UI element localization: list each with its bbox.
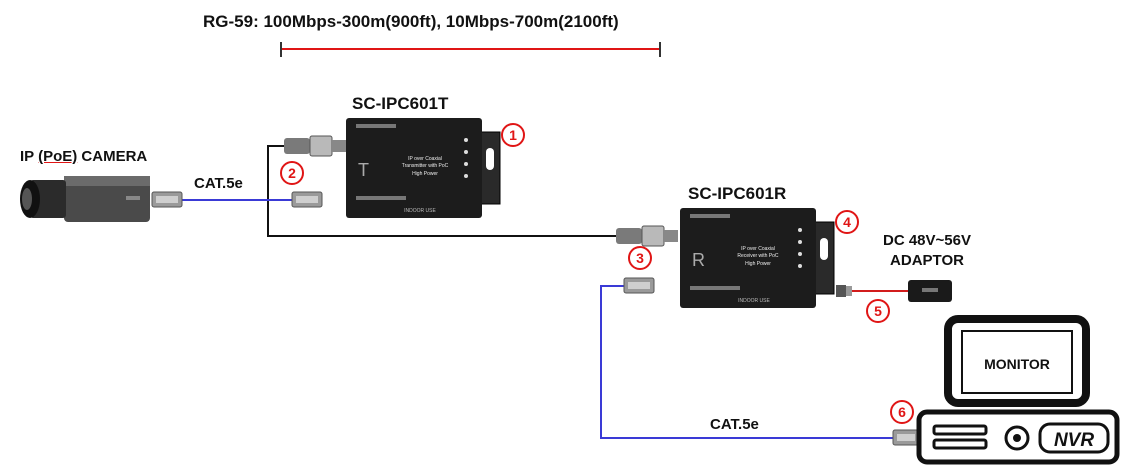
dc-plug-icon [836,285,852,297]
cat5-label-bottom: CAT.5e [710,416,759,433]
monitor-icon [944,315,1090,407]
rj45-plug-transmitter [291,191,323,208]
marker-3: 3 [628,246,652,270]
receiver-face-line-1: IP over Coaxial [741,246,775,252]
transmitter-footer: INDOOR USE [404,208,436,214]
adaptor-label-line-2: ADAPTOR [890,252,964,269]
receiver-face-line-3: High Power [745,261,771,267]
receiver-face-line-2: Receiver with PoC [737,253,779,259]
marker-1: 1 [501,123,525,147]
power-adaptor-icon [908,280,952,302]
receiver-footer: INDOOR USE [738,298,770,304]
distance-spec-label: RG-59: 100Mbps-300m(900ft), 10Mbps-700m(… [203,12,619,31]
cat5-label-top: CAT.5e [194,175,243,192]
transmitter-device [346,118,501,218]
marker-5: 5 [866,299,890,323]
marker-2: 2 [280,161,304,185]
transmitter-letter: T [358,160,369,180]
transmitter-face-line-2: Transmitter with PoC [402,163,449,169]
monitor-label: MONITOR [984,356,1050,372]
rj45-plug-receiver [623,277,655,294]
camera-label: IP (PoE) CAMERA [20,148,147,165]
bnc-connector-receiver [616,225,678,247]
nvr-label: NVR [1054,430,1094,451]
transmitter-model-label: SC-IPC601T [352,94,449,113]
receiver-model-label: SC-IPC601R [688,184,787,203]
rj45-plug-nvr [892,429,920,446]
camera-label-poe: (PoE) [38,148,78,165]
nvr-icon [916,409,1120,465]
rj45-plug-camera [151,191,183,208]
marker-4: 4 [835,210,859,234]
camera-label-suffix: CAMERA [77,148,148,165]
marker-6: 6 [890,400,914,424]
transmitter-face-line-3: High Power [412,171,438,177]
receiver-device [680,208,835,308]
receiver-letter: R [692,250,705,270]
distance-bar [280,42,661,57]
transmitter-face-line-1: IP over Coaxial [408,156,442,162]
bnc-connector-transmitter [284,135,346,157]
camera-label-prefix: IP [20,148,39,165]
ip-camera-icon [20,176,150,222]
cat5-cable-nvr [600,285,895,439]
adaptor-label-line-1: DC 48V~56V [883,232,971,249]
